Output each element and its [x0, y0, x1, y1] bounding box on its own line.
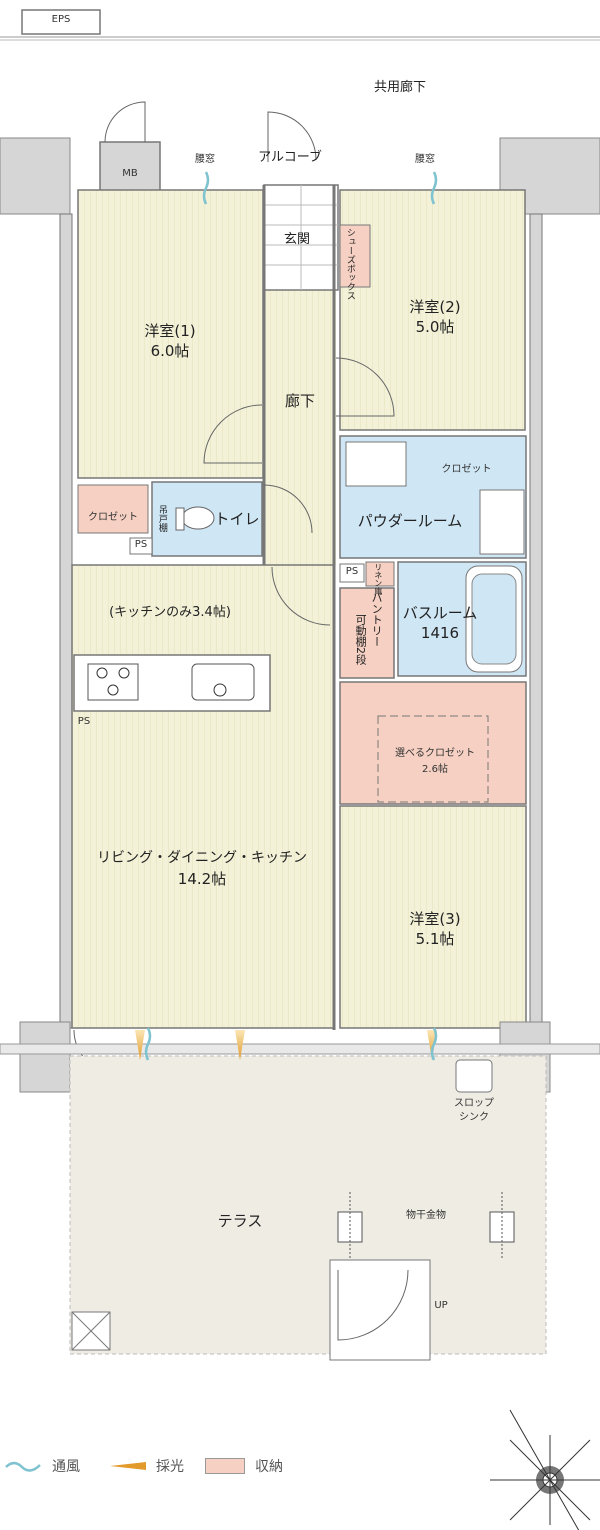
mb-door-swing [104, 101, 146, 143]
common-corridor-label: 共用廊下 [373, 80, 426, 95]
western-room-2-area [339, 189, 526, 431]
column-top-left [0, 137, 71, 215]
toilet-label: トイレ [214, 510, 260, 528]
western-room-1-size: 6.0帖 [150, 342, 190, 360]
entrance-door-swing [267, 111, 317, 162]
slop-sink-label-2: シンク [459, 1112, 489, 1123]
pantry-shelf-label: 可動棚2段 [354, 613, 368, 665]
ldk-name: リビング・ダイニング・キッチン [97, 850, 307, 866]
legend: 通風 採光 収納 [0, 1452, 330, 1482]
compass-icon [490, 1409, 600, 1530]
pantry-area [339, 587, 395, 679]
legend-daylight: 採光 [108, 1456, 184, 1476]
ps-box-1 [129, 537, 153, 555]
hanging-shelf-label: 吊戸棚 [156, 504, 167, 532]
closet-right-label: クロゼット [441, 464, 492, 475]
column-bottom-left [19, 1021, 71, 1093]
waist-window-left-label: 腰窓 [195, 154, 215, 165]
pantry-label: パントリー [370, 592, 384, 647]
bathroom-name: バスルーム [402, 604, 478, 622]
western-room-3-area [339, 805, 527, 1029]
select-closet-size: 2.6帖 [422, 764, 448, 775]
ps-box-2 [339, 563, 365, 583]
linen-area [365, 561, 395, 587]
kitchen-only-label: (キッチンのみ3.4帖) [109, 605, 231, 620]
slop-sink [455, 1059, 493, 1093]
eps-box [21, 9, 101, 35]
powder-room-label: パウダールーム [357, 512, 463, 530]
hallway-label: 廊下 [284, 392, 315, 410]
alcove-label: アルコーブ [258, 150, 322, 165]
western-room-1-name: 洋室(1) [144, 322, 196, 340]
slop-sink-label-1: スロップ [454, 1098, 494, 1109]
entrance-label: 玄関 [283, 232, 310, 247]
waist-window-right-label: 腰窓 [415, 154, 435, 165]
up-label: UP [434, 1300, 448, 1311]
closet-left-label: クロゼット [88, 512, 138, 523]
shoe-box-label: シューズボックス [344, 228, 355, 300]
eps-label: EPS [51, 14, 71, 25]
ldk-size: 14.2帖 [177, 870, 227, 888]
select-closet-area [339, 681, 527, 805]
storage-swatch [205, 1458, 245, 1474]
terrace-label: テラス [217, 1212, 263, 1230]
western-room-1-area [77, 189, 264, 479]
ps-label-1: PS [134, 539, 148, 550]
legend-daylight-label: 採光 [156, 1459, 184, 1475]
ldk-area [71, 564, 335, 1029]
linen-label: リネン庫 [373, 563, 383, 595]
light-icon [110, 1462, 146, 1470]
hallway-area [264, 290, 336, 565]
western-room-3-name: 洋室(3) [409, 910, 461, 928]
western-room-3-size: 5.1帖 [415, 930, 455, 948]
legend-storage-label: 収納 [255, 1459, 283, 1475]
closet-left-area [77, 484, 149, 534]
bathroom-size: 1416 [420, 624, 460, 642]
shoe-box-area [339, 224, 371, 288]
mb-label: MB [122, 168, 138, 179]
western-room-2-size: 5.0帖 [415, 318, 455, 336]
legend-ventilation-label: 通風 [52, 1459, 80, 1475]
ps-label-2: PS [345, 566, 359, 577]
western-room-2-name: 洋室(2) [409, 298, 461, 316]
terrace-area [69, 1055, 547, 1355]
legend-storage: 収納 [205, 1456, 283, 1476]
select-closet-name: 選べるクロゼット [395, 748, 475, 759]
drying-hardware-label: 物干金物 [406, 1210, 446, 1221]
legend-ventilation: 通風 [4, 1456, 80, 1476]
wave-icon [5, 1461, 41, 1472]
ps-label-3: PS [77, 716, 91, 727]
